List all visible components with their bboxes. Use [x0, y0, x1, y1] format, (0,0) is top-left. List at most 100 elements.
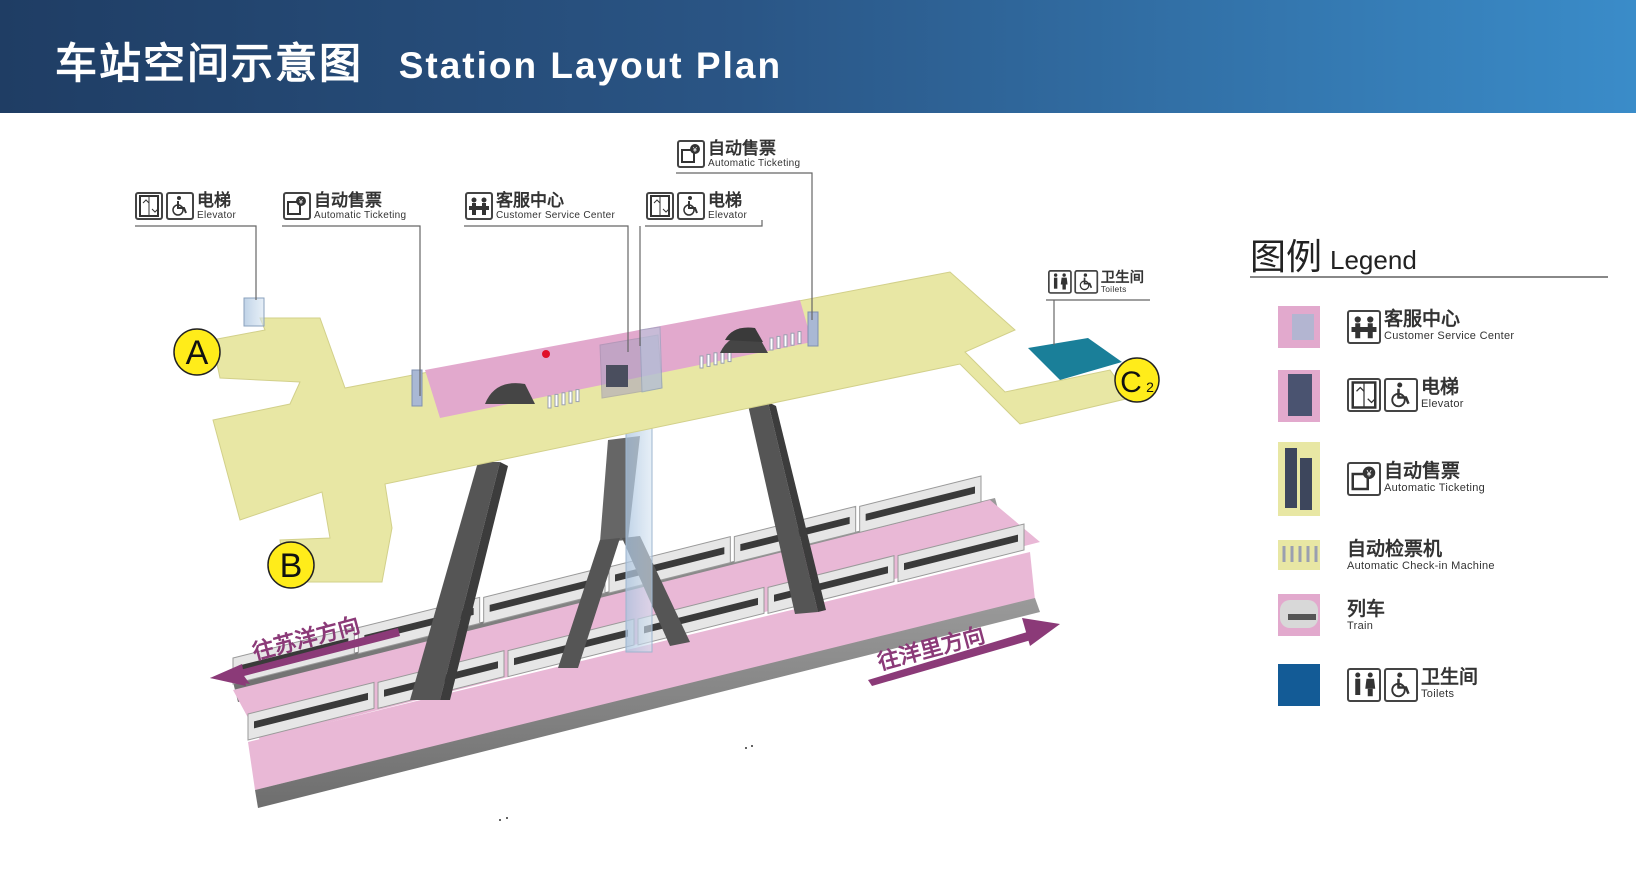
escalator-left: [410, 462, 500, 700]
callout-en: Toilets: [1100, 285, 1127, 295]
elevator-icon: [646, 192, 674, 220]
toilet-icon: [1347, 668, 1381, 702]
legend-item-en: Train: [1347, 620, 1374, 632]
elevator-box-a: [243, 297, 265, 327]
ticket-gate: [575, 389, 580, 403]
wheelchair-icon: [1384, 378, 1418, 412]
exit-c2: C 2: [1114, 357, 1160, 403]
callout-en: Automatic Ticketing: [708, 158, 801, 169]
legend-item-en: Automatic Check-in Machine: [1347, 560, 1495, 572]
ticket-gate: [706, 353, 711, 367]
page-title: 车站空间示意图 Station Layout Plan: [55, 30, 782, 91]
legend-item-en: Automatic Ticketing: [1384, 482, 1486, 494]
ticket-gate: [699, 355, 704, 369]
page-header: 车站空间示意图 Station Layout Plan: [0, 0, 1636, 113]
ticket-gate: [790, 332, 795, 346]
callout-ticketing-2: ¥ 自动售票 Automatic Ticketing: [677, 140, 800, 169]
escalator-right-edge: [768, 402, 826, 612]
location-marker: [542, 350, 550, 358]
title-english: Station Layout Plan: [398, 45, 783, 86]
legend-item-cn: 电梯: [1421, 377, 1460, 398]
concourse-level: [211, 271, 1131, 583]
toilet-icon: [1048, 270, 1072, 294]
exit-b-label: B: [280, 547, 303, 585]
escalators: [410, 402, 826, 700]
train-window-strip: [489, 577, 599, 612]
elevator-icon: [1347, 378, 1381, 412]
callout-cn: 客服中心: [496, 191, 564, 210]
ticket-gate: [554, 393, 559, 407]
legend-item-en: Elevator: [1421, 398, 1464, 410]
callout-en: Elevator: [197, 210, 237, 221]
service-center-icon: [465, 192, 493, 220]
legend-item-train: 列车 Train: [1347, 600, 1385, 633]
service-center-booth: [599, 326, 663, 399]
track-base-front: [255, 598, 1040, 808]
svg-text:¥: ¥: [299, 199, 303, 206]
callout-toilets: 卫生间 Toilets: [1048, 270, 1144, 295]
exit-c2-label: C: [1120, 366, 1142, 399]
ticket-machine-icon: ¥: [1347, 462, 1381, 496]
exit-c2-sub: 2: [1146, 379, 1154, 395]
escalator-tops: [485, 327, 768, 404]
train-window-strip: [865, 486, 975, 521]
swatch-ticketing: [1278, 442, 1320, 516]
ticket-gate: [547, 395, 552, 409]
callout-cn: 自动售票: [708, 139, 776, 158]
callout-en: Automatic Ticketing: [314, 210, 407, 221]
legend-item-check-in: 自动检票机 Automatic Check-in Machine: [1347, 540, 1495, 573]
ticket-gates: [547, 331, 802, 409]
legend-item-cn: 列车: [1347, 599, 1386, 620]
svg-text:¥: ¥: [693, 147, 697, 154]
ticket-machine-icon: ¥: [283, 192, 311, 220]
wheelchair-icon: [1074, 270, 1099, 294]
legend-item-en: Customer Service Center: [1384, 330, 1515, 342]
elevator-shaft: [625, 419, 653, 653]
swatch-toilets: [1278, 664, 1320, 706]
toilet-area: [1028, 338, 1122, 380]
legend-item-cn: 卫生间: [1421, 667, 1479, 688]
train-window-strip: [254, 692, 368, 729]
ticket-gate: [797, 331, 802, 345]
ticket-gate: [568, 390, 573, 404]
legend-item-cn: 自动售票: [1384, 461, 1461, 482]
legend-item-cn: 客服中心: [1384, 309, 1461, 330]
callout-cn: 电梯: [197, 191, 231, 210]
train-window-strip: [904, 534, 1018, 571]
callout-cn: 自动售票: [314, 191, 382, 210]
wheelchair-icon: [166, 192, 194, 220]
ticket-gate: [783, 334, 788, 348]
escalator-right: [748, 402, 818, 614]
callout-elevator-b: 电梯 Elevator: [646, 192, 747, 221]
ticket-vending-machines: [411, 311, 819, 407]
ticket-gate: [776, 335, 781, 349]
swatch-service-center: [1278, 306, 1320, 348]
legend-item-toilets: 卫生间 Toilets: [1347, 668, 1478, 702]
ticket-gate: [561, 392, 566, 406]
legend-item-cn: 自动检票机: [1347, 539, 1443, 560]
legend-item-ticketing: ¥ 自动售票 Automatic Ticketing: [1347, 462, 1485, 496]
callout-service-center: 客服中心 Customer Service Center: [465, 192, 615, 221]
callout-en: Customer Service Center: [496, 210, 616, 221]
wheelchair-icon: [1384, 668, 1418, 702]
callout-elevator-a: 电梯 Elevator: [135, 192, 236, 221]
swatch-elevator: [1278, 370, 1320, 422]
legend-title-cn: 图例: [1250, 236, 1323, 277]
ticket-gate: [713, 352, 718, 366]
stair-leg-left: [558, 538, 620, 668]
swatch-check-in: [1278, 540, 1320, 570]
legend-divider: [1250, 276, 1608, 278]
exit-b: B: [267, 541, 315, 589]
swatch-train: [1278, 594, 1320, 636]
wheelchair-icon: [677, 192, 705, 220]
legend-item-service-center: 客服中心 Customer Service Center: [1347, 310, 1514, 344]
escalator-left-edge: [440, 462, 508, 700]
legend-item-elevator: 电梯 Elevator: [1347, 378, 1464, 412]
ticket-machine-icon: ¥: [677, 140, 705, 168]
platform-front: [248, 552, 1035, 790]
ticket-gate: [769, 337, 774, 351]
